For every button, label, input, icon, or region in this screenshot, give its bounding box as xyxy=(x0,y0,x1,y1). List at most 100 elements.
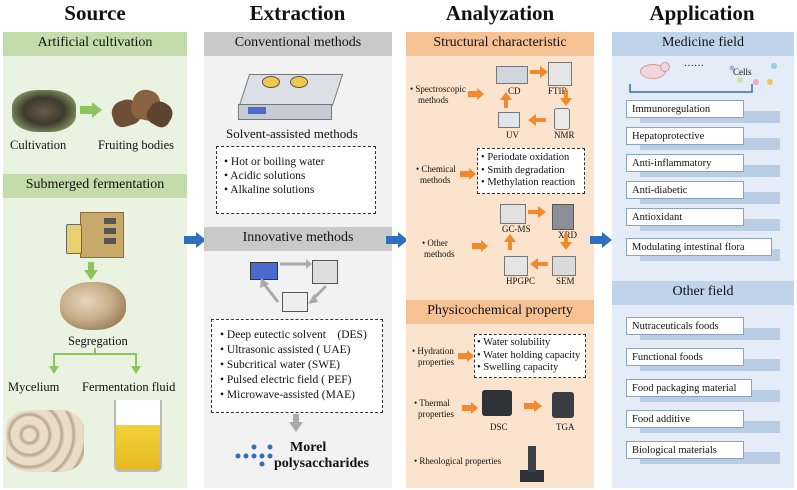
chemical-item: • Smith degradation xyxy=(481,164,565,176)
mouse-icon xyxy=(640,60,670,79)
artificial-cultivation-band: Artificial cultivation xyxy=(3,32,187,56)
chemical-label-line1: • Chemical xyxy=(416,164,456,174)
submerged-fermentation-band: Submerged fermentation xyxy=(3,174,187,198)
hydration-list-box xyxy=(474,334,586,378)
extraction-header: Extraction xyxy=(249,1,346,25)
other-item: Nutraceuticals foods xyxy=(626,317,744,335)
hydration-item: • Water holding capacity xyxy=(477,349,581,361)
green-arrow-down-1 xyxy=(84,262,98,280)
hpgpc-label: HPGPC xyxy=(506,276,536,286)
chemical-list: • Periodate oxidation • Smith degradatio… xyxy=(481,152,575,190)
innovative-item: • Pulsed electric field ( PEF) xyxy=(220,374,352,386)
ftir-instrument xyxy=(548,62,572,86)
gcms-label: GC-MS xyxy=(502,224,531,234)
thermal-arrow xyxy=(462,402,478,414)
tga-label: TGA xyxy=(556,422,575,432)
conventional-list-box xyxy=(216,146,376,214)
other-methods-cycle-arrows xyxy=(504,206,572,270)
xrd-instrument xyxy=(552,204,574,230)
fermenter-image xyxy=(64,208,126,258)
innovative-devices-image xyxy=(250,256,340,314)
segregation-image xyxy=(60,282,126,330)
spectroscopic-label-line1: • Spectroscopic xyxy=(410,84,466,94)
analyzation-header: Analyzation xyxy=(445,1,555,25)
hpgpc-instrument xyxy=(504,256,528,276)
hydration-label-line1: • Hydration xyxy=(412,346,454,356)
chemical-arrow xyxy=(460,168,476,180)
other-item: Food packaging material xyxy=(626,379,752,397)
innovative-item: • Microwave-assisted (MAE) xyxy=(220,389,355,401)
nmr-instrument xyxy=(554,108,570,130)
spectroscopic-arrow xyxy=(468,88,484,100)
hydration-list: • Water solubility • Water holding capac… xyxy=(477,337,580,375)
ftir-label: FTIR xyxy=(548,86,568,96)
water-bath-image xyxy=(234,60,354,120)
source-header: Source xyxy=(64,1,126,25)
mycelium-image xyxy=(6,410,84,472)
other-item: Biological materials xyxy=(626,441,744,459)
fruiting-bodies-label: Fruiting bodies xyxy=(98,138,175,152)
cells-icon xyxy=(729,63,777,85)
conventional-item: • Alkaline solutions xyxy=(224,184,315,196)
innovative-list: • Deep eutectic solvent (DES) • Ultrason… xyxy=(220,328,367,403)
green-arrow-right xyxy=(80,102,102,118)
chemical-item: • Periodate oxidation xyxy=(481,152,570,163)
mycelium-label: Mycelium xyxy=(8,380,60,394)
innovative-list-box xyxy=(211,319,383,413)
tga-instrument xyxy=(552,392,574,418)
chemical-label-line2: methods xyxy=(420,175,451,185)
thermal-label-line2: properties xyxy=(418,409,454,419)
rheological-label: • Rheological properties xyxy=(414,456,502,466)
product-label-line2: polysaccharides xyxy=(274,456,369,471)
hydration-arrow xyxy=(458,350,474,362)
polysaccharide-structure-icon xyxy=(235,444,273,467)
gcms-instrument xyxy=(500,204,526,224)
analyzation-to-application-arrow xyxy=(590,232,612,248)
conventional-methods-band: Conventional methods xyxy=(204,32,392,56)
dsc-instrument xyxy=(482,390,512,416)
conventional-list: • Hot or boiling water • Acidic solution… xyxy=(224,155,324,197)
segregation-split-arrows xyxy=(49,348,141,374)
innovative-item: • Ultrasonic assisted ( UAE) xyxy=(220,344,351,356)
innovative-methods-band: Innovative methods xyxy=(204,227,392,251)
other-methods-label-line1: • Other xyxy=(422,238,448,248)
extraction-down-arrow xyxy=(289,414,303,432)
hydration-label-line2: properties xyxy=(418,357,454,367)
medicine-bracket xyxy=(629,84,753,93)
rheometer-instrument xyxy=(516,446,544,482)
spectroscopic-label-line2: methods xyxy=(418,95,449,105)
other-methods-arrow xyxy=(472,240,488,252)
structural-characteristic-band: Structural characteristic xyxy=(406,32,594,56)
thermal-label-line1: • Thermal xyxy=(414,398,450,408)
dots-label: …… xyxy=(684,58,704,69)
cells-label: Cells xyxy=(733,67,752,77)
cultivation-image xyxy=(12,90,76,132)
cultivation-label: Cultivation xyxy=(10,138,67,152)
product-label-line1: Morel xyxy=(290,440,327,455)
nmr-label: NMR xyxy=(554,130,575,140)
segregation-label: Segregation xyxy=(68,334,128,348)
conventional-item: • Acidic solutions xyxy=(224,170,306,182)
medicine-item: Modulating intestinal flora xyxy=(626,238,772,256)
innovative-item: • Subcritical water (SWE) xyxy=(220,359,340,371)
innovative-cycle-arrows xyxy=(260,259,328,304)
medicine-item: Antioxidant xyxy=(626,208,744,226)
uv-label: UV xyxy=(506,130,519,140)
hydration-item: • Water solubility xyxy=(477,337,551,348)
fruiting-bodies-image xyxy=(108,86,177,132)
beaker-image xyxy=(112,400,162,472)
medicine-item: Hepatoprotective xyxy=(626,127,744,145)
fermentation-fluid-label: Fermentation fluid xyxy=(82,380,176,394)
chemical-list-box xyxy=(477,148,585,194)
other-field-band: Other field xyxy=(612,281,794,305)
source-to-extraction-arrow xyxy=(184,232,206,248)
application-header: Application xyxy=(649,1,755,25)
other-methods-label-line2: methods xyxy=(424,249,455,259)
extraction-to-analyzation-arrow xyxy=(386,232,408,248)
solvent-assisted-label: Solvent-assisted methods xyxy=(226,126,358,141)
sem-instrument xyxy=(552,256,576,276)
innovative-item: • Deep eutectic solvent (DES) xyxy=(220,329,367,341)
physicochemical-property-band: Physicochemical property xyxy=(406,300,594,324)
uv-instrument xyxy=(498,112,520,128)
conventional-item: • Hot or boiling water xyxy=(224,156,325,168)
